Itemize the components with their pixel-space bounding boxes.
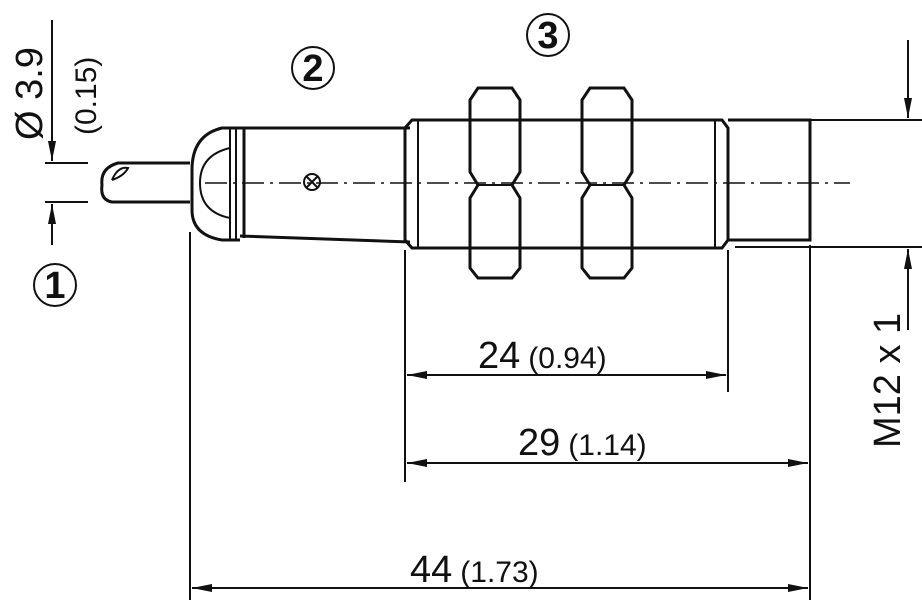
nut-1 (468, 86, 522, 280)
dim-dia-inch: (0.15) (70, 57, 103, 135)
cable-cap (190, 126, 240, 242)
callout-3: 3 (526, 13, 570, 57)
cable (100, 161, 190, 204)
svg-text:3: 3 (537, 15, 558, 57)
callout-1: 1 (33, 263, 77, 307)
svg-text:2: 2 (302, 48, 323, 90)
dim-thread-label: M12 x 1 (867, 313, 909, 448)
cap-dome (198, 147, 231, 219)
callout-2: 2 (291, 46, 335, 90)
sensor-front (728, 118, 812, 242)
svg-text:1: 1 (44, 265, 65, 307)
nut-2 (580, 86, 634, 280)
dim-24-label: 24(0.94) (478, 335, 607, 377)
dim-44-label: 44(1.73) (410, 549, 539, 591)
cable-cut (111, 166, 130, 181)
led-indicator-icon (303, 173, 321, 191)
extension-lines (45, 119, 922, 600)
dim-dia-mm: Ø 3.9 (9, 47, 51, 140)
threaded-barrel (403, 118, 730, 250)
housing-body (239, 126, 411, 244)
dim-29-label: 29(1.14) (518, 422, 647, 464)
